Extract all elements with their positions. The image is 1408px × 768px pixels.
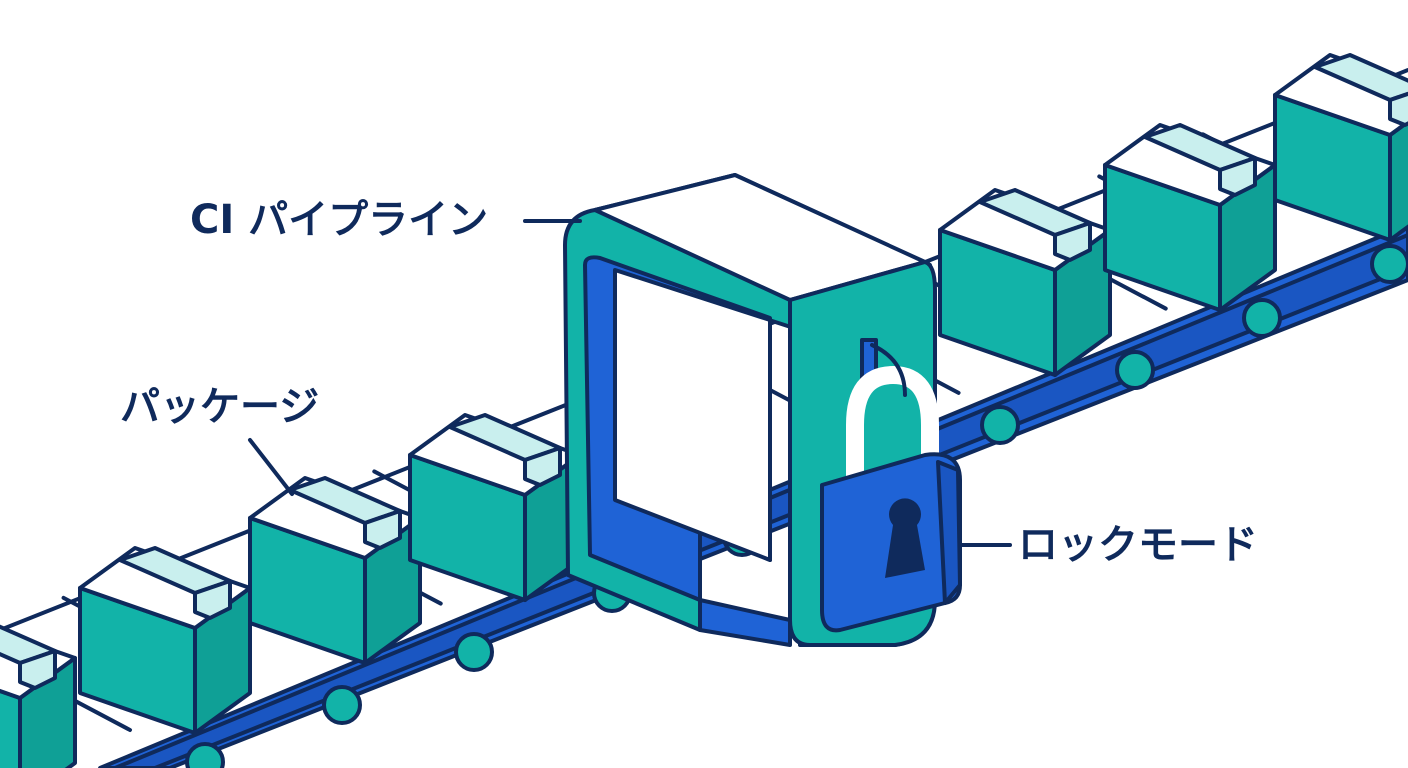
- package-box-icon: [1275, 55, 1408, 240]
- package-box-icon: [250, 478, 420, 663]
- package-box-icon: [0, 618, 75, 768]
- package-box-icon: [80, 548, 250, 733]
- lock-mode-label: ロックモード: [1018, 522, 1258, 568]
- conveyor-roller: [187, 744, 223, 768]
- conveyor-roller: [1117, 352, 1153, 388]
- conveyor-roller: [982, 407, 1018, 443]
- package-box-icon: [410, 415, 580, 600]
- conveyor-roller: [1244, 300, 1280, 336]
- conveyor-roller: [324, 687, 360, 723]
- pipeline-label: CI パイプライン: [190, 197, 488, 243]
- package-label: パッケージ: [120, 384, 319, 430]
- package-box-icon: [940, 190, 1110, 375]
- package-box-icon: [1105, 125, 1275, 310]
- conveyor-roller: [1372, 246, 1408, 282]
- conveyor-roller: [456, 634, 492, 670]
